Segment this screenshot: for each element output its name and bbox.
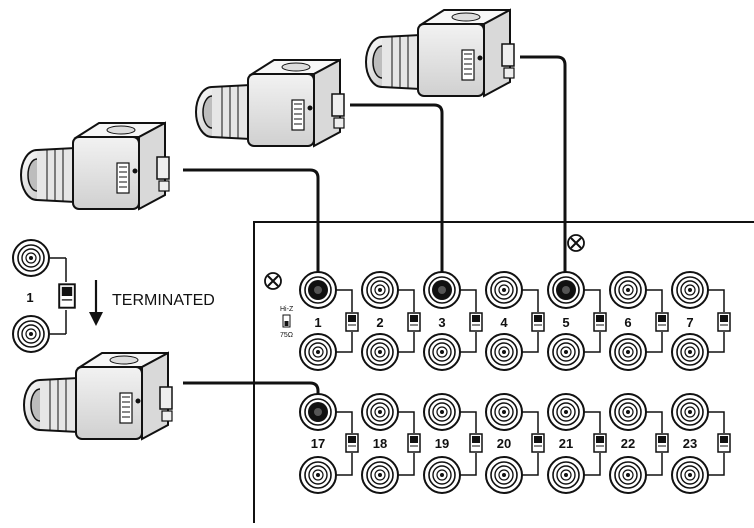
cable-to-input-1 [183,168,320,290]
termination-switch-icon [345,312,359,332]
input-number-label: 20 [497,436,511,451]
bnc-connector-icon [547,271,585,309]
bnc-input-pair: 2 [361,271,421,371]
input-number-label: 21 [559,436,573,451]
terminated-label: TERMINATED [112,292,215,309]
bnc-input-pair: 7 [671,271,731,371]
bnc-connector-icon [361,456,399,494]
bnc-connector-icon [547,393,585,431]
video-cables [183,55,567,412]
bnc-input-pair: 5 [547,271,607,371]
termination-switch-icon [655,433,669,453]
termination-switch-icon [407,312,421,332]
bnc-connector-icon [547,456,585,494]
bnc-connector-icon [299,393,337,431]
switch-top-label: Hi-Z [280,306,294,313]
input-number-label: 23 [683,436,697,451]
example-input-label: 1 [26,290,33,305]
input-number-label: 2 [376,315,383,330]
camera-icon [195,59,345,147]
termination-switch-icon [531,433,545,453]
termination-switch-icon [717,312,731,332]
input-number-label: 1 [314,315,321,330]
bnc-connector-icon [361,333,399,371]
bnc-input-pair: 19 [423,393,483,494]
input-number-label: 17 [311,436,325,451]
bnc-connector-icon [671,456,709,494]
rear-panel: Hi-Z 75Ω [253,221,754,523]
bnc-input-pair: 21 [547,393,607,494]
camera-icon [365,9,515,97]
arrow-down-icon [89,280,103,326]
termination-switch-icon [593,312,607,332]
camera-icon [20,122,170,210]
bnc-connector-icon [361,271,399,309]
bnc-input-pair: 18 [361,393,421,494]
bnc-connector-icon [485,456,523,494]
cable-to-input-17 [183,381,320,412]
bnc-connector-icon [547,333,585,371]
bnc-connector-icon [12,239,50,277]
screw-icon [567,234,585,252]
termination-switch-icon [655,312,669,332]
termination-switch-icon [531,312,545,332]
input-number-label: 3 [438,315,445,330]
bnc-connector-icon [671,393,709,431]
impedance-switch-icon: Hi-Z 75Ω [280,306,294,339]
input-number-label: 18 [373,436,387,451]
bnc-connector-icon [609,333,647,371]
cable-to-input-3 [350,103,444,290]
bnc-connector-icon [12,315,50,353]
input-number-label: 19 [435,436,449,451]
bnc-input-pair: 22 [609,393,669,494]
bnc-input-pair: 20 [485,393,545,494]
screw-icon [264,272,282,290]
cable-to-input-5 [520,55,567,290]
input-number-label: 6 [624,315,631,330]
bnc-connector-icon [299,333,337,371]
termination-switch-icon [717,433,731,453]
bnc-connector-icon [361,393,399,431]
bnc-input-pair: 1 [299,271,359,371]
input-number-label: 5 [562,315,569,330]
bnc-connector-icon [671,271,709,309]
termination-switch-icon [469,433,483,453]
bnc-connector-icon [299,271,337,309]
bnc-connector-icon [423,393,461,431]
bnc-input-pair: 17 [299,393,359,494]
bnc-connector-icon [423,271,461,309]
bnc-connector-icon [485,271,523,309]
bnc-connector-icon [609,271,647,309]
termination-switch-icon [593,433,607,453]
bnc-connector-icon [671,333,709,371]
termination-example: 1 TERMINATED [12,239,215,353]
termination-switch-icon [469,312,483,332]
camera-icon [23,352,173,440]
bnc-connector-icon [609,393,647,431]
bnc-connector-icon [299,456,337,494]
bnc-input-pair: 6 [609,271,669,371]
bnc-input-pair: 23 [671,393,731,494]
input-number-label: 4 [500,315,508,330]
bnc-connector-icon [423,333,461,371]
bnc-connector-icon [485,393,523,431]
bnc-connector-icon [423,456,461,494]
termination-switch-icon [58,283,76,309]
input-number-label: 22 [621,436,635,451]
bnc-connector-icon [485,333,523,371]
termination-switch-icon [345,433,359,453]
bnc-connector-icon [609,456,647,494]
bnc-input-pair: 3 [423,271,483,371]
termination-switch-icon [407,433,421,453]
input-number-label: 7 [686,315,693,330]
bnc-input-pair: 4 [485,271,545,371]
switch-bottom-label: 75Ω [280,332,293,339]
